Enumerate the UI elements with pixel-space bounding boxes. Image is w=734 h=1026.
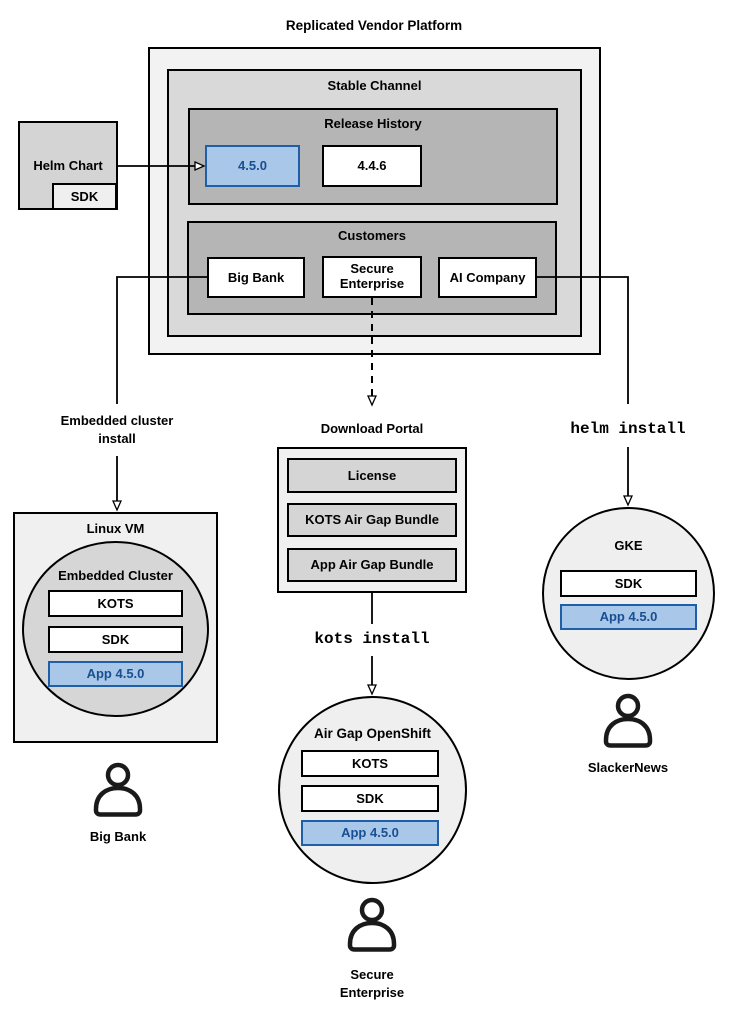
- stable-channel-title: Stable Channel: [327, 78, 422, 93]
- portal-item-app-bundle: App Air Gap Bundle: [287, 548, 457, 582]
- component-box-app: App 4.5.0: [301, 820, 439, 846]
- customer-label: Big Bank: [227, 269, 285, 285]
- component-box-sdk: SDK: [48, 626, 183, 653]
- release-label: 4.5.0: [238, 158, 267, 174]
- customer-box-big-bank: Big Bank: [207, 257, 305, 298]
- linux-vm-title: Linux VM: [86, 521, 145, 536]
- kots-install-label: kots install: [314, 630, 430, 648]
- embedded-cluster-title: Embedded Cluster: [58, 568, 173, 583]
- component-box-app: App 4.5.0: [48, 661, 183, 687]
- user-label-big-bank: Big Bank: [89, 829, 147, 844]
- component-box-kots: KOTS: [48, 590, 183, 617]
- customer-box-ai-company: AI Company: [438, 257, 537, 298]
- user-label-slackernews: SlackerNews: [587, 760, 669, 775]
- component-box-sdk: SDK: [301, 785, 439, 812]
- portal-item-label: License: [347, 467, 397, 483]
- customer-label: AI Company: [449, 269, 526, 285]
- component-label: SDK: [356, 790, 384, 806]
- customer-label: Secure Enterprise: [339, 261, 405, 291]
- component-box-kots: KOTS: [301, 750, 439, 777]
- component-label: KOTS: [351, 755, 389, 771]
- portal-item-label: KOTS Air Gap Bundle: [305, 512, 439, 528]
- user-icon: [600, 692, 656, 750]
- component-label: SDK: [101, 631, 130, 647]
- helm-chart-sdk-box: SDK: [52, 183, 117, 210]
- user-label-secure-enterprise: Secure Enterprise: [339, 967, 405, 1000]
- helm-chart-label: Helm Chart: [33, 157, 103, 173]
- component-box-sdk: SDK: [560, 570, 697, 597]
- air-gap-openshift-title: Air Gap OpenShift: [313, 726, 431, 741]
- release-history-title: Release History: [324, 116, 422, 131]
- portal-item-kots-bundle: KOTS Air Gap Bundle: [287, 503, 457, 537]
- component-label: KOTS: [97, 595, 134, 611]
- sdk-label: SDK: [70, 188, 99, 204]
- component-label: SDK: [614, 575, 643, 591]
- user-icon: [344, 896, 400, 954]
- user-icon: [90, 761, 146, 819]
- portal-item-label: App Air Gap Bundle: [310, 557, 434, 573]
- component-box-app: App 4.5.0: [560, 604, 697, 630]
- download-portal-title: Download Portal: [320, 421, 424, 436]
- component-label: App 4.5.0: [599, 609, 658, 625]
- release-box-previous: 4.4.6: [322, 145, 422, 187]
- component-label: App 4.5.0: [86, 666, 145, 682]
- portal-item-license: License: [287, 458, 457, 493]
- gke-title: GKE: [614, 538, 643, 553]
- release-label: 4.4.6: [357, 158, 387, 174]
- helm-install-label: helm install: [570, 420, 686, 438]
- customer-box-secure-enterprise: Secure Enterprise: [322, 256, 422, 298]
- component-label: App 4.5.0: [341, 825, 399, 841]
- release-box-current: 4.5.0: [205, 145, 300, 187]
- customers-title: Customers: [338, 228, 406, 243]
- embedded-cluster-install-label: Embedded cluster install: [60, 413, 174, 447]
- diagram-title: Replicated Vendor Platform: [285, 18, 463, 33]
